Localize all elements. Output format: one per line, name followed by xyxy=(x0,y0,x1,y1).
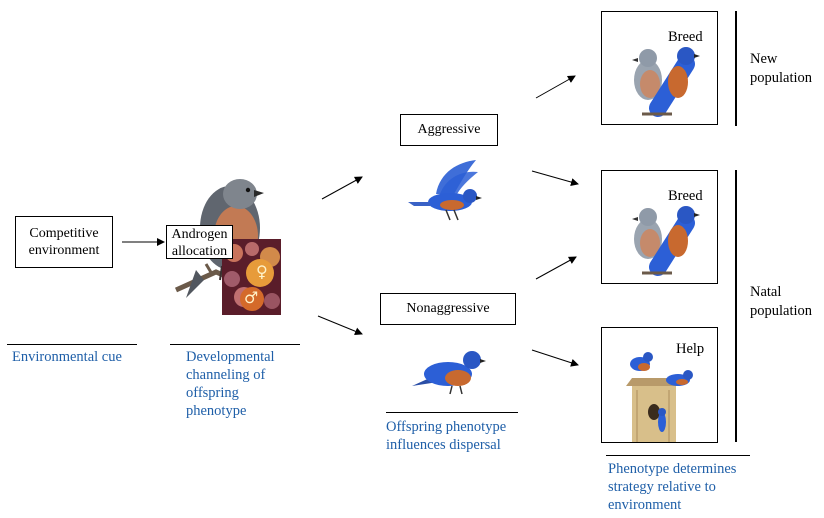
arrow-to-nonaggressive xyxy=(317,315,363,336)
help-frame: Help xyxy=(601,327,718,443)
caption-developmental-channeling: Developmental channeling of offspring ph… xyxy=(186,349,275,419)
new-population-divider xyxy=(735,11,737,126)
aggressive-label: Aggressive xyxy=(417,122,481,137)
caption-phenotype-strategy: Phenotype determines strategy relative t… xyxy=(608,461,737,513)
nonaggressive-box: Nonaggressive xyxy=(380,293,516,325)
breed-mid-birds-image xyxy=(632,206,700,276)
caption-rule-strategy xyxy=(606,455,750,456)
aggressive-box: Aggressive xyxy=(400,114,498,146)
help-nestbox-birds-image xyxy=(626,352,693,442)
breed-top-frame: Breed xyxy=(601,11,718,125)
aggressive-bird-image xyxy=(408,160,482,221)
androgen-allocation-label: Androgen allocation xyxy=(171,227,228,259)
arrow-aggressive-to-breed-mid xyxy=(531,170,579,186)
natal-population-label: Natal population xyxy=(750,284,813,319)
caption-environmental-cue: Environmental cue xyxy=(12,349,122,365)
male-symbol: ♂ xyxy=(244,288,259,307)
arrow-aggressive-to-breed-top xyxy=(535,75,576,99)
competitive-environment-box: Competitive environment xyxy=(15,216,113,268)
arrow-nonaggressive-to-breed-mid xyxy=(535,256,577,280)
help-label: Help xyxy=(676,341,705,357)
nonaggressive-label: Nonaggressive xyxy=(406,301,490,316)
breed-top-label: Breed xyxy=(668,29,703,45)
caption-offspring-phenotype: Offspring phenotype influences dispersal xyxy=(386,419,507,453)
caption-rule-environmental xyxy=(7,344,137,345)
female-symbol: ♀ xyxy=(256,262,268,281)
arrow-nonaggressive-to-help xyxy=(531,349,579,367)
caption-rule-developmental xyxy=(170,344,300,345)
breed-mid-frame: Breed xyxy=(601,170,718,284)
nonaggressive-bird-image xyxy=(412,351,486,395)
natal-population-divider xyxy=(735,170,737,442)
caption-rule-offspring xyxy=(386,412,518,413)
androgen-allocation-box: Androgen allocation xyxy=(166,225,233,259)
breed-mid-label: Breed xyxy=(668,188,703,204)
competitive-environment-label: Competitive environment xyxy=(28,226,100,258)
androgen-molecules-image xyxy=(222,239,281,315)
breed-top-birds-image xyxy=(632,47,700,117)
arrow-to-aggressive xyxy=(321,176,363,200)
new-population-label: New population xyxy=(750,51,813,86)
